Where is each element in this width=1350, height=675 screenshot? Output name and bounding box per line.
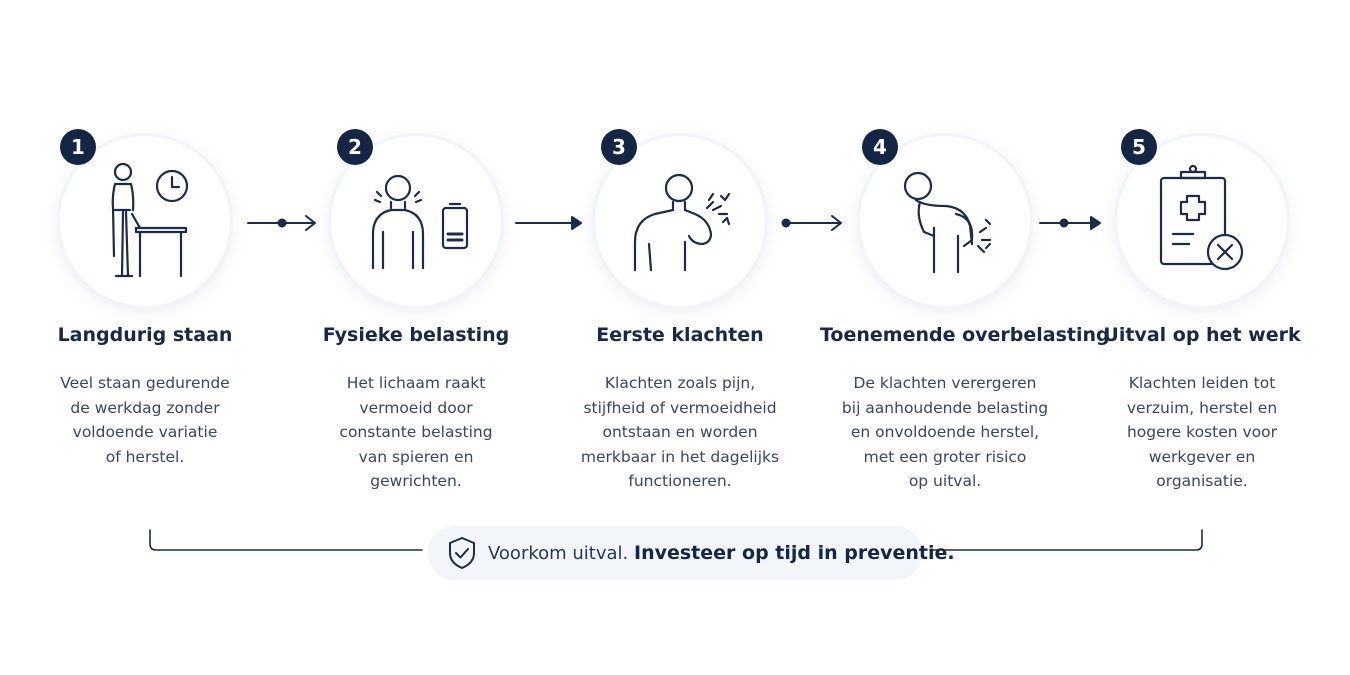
step-3-badge: 3 xyxy=(601,129,637,165)
step-5-badge: 5 xyxy=(1121,129,1157,165)
step-5-desc-line: hogere kosten voor xyxy=(1126,423,1278,441)
step-4-circle xyxy=(860,136,1030,306)
step-2-desc-line: constante belasting xyxy=(339,423,493,441)
step-3-desc-line: Klachten zoals pijn, xyxy=(604,374,756,392)
arrow-4-to-5 xyxy=(1039,216,1101,230)
step-4-desc: De klachten verergeren bij aanhoudende b… xyxy=(820,371,1070,494)
step-5-desc: Klachten leiden tot verzuim, herstel en … xyxy=(1077,371,1327,494)
body-low-battery-icon xyxy=(371,174,469,270)
step-2-title: Fysieke belasting xyxy=(322,324,510,346)
standing-at-desk-clock-icon xyxy=(111,162,189,278)
step-1-desc-line: voldoende variatie xyxy=(72,423,218,441)
step-2-badge: 2 xyxy=(337,129,373,165)
prevention-lead: Voorkom uitval. xyxy=(488,543,629,564)
step-1-circle xyxy=(60,136,230,306)
step-4-desc-line: en onvoldoende herstel, xyxy=(850,423,1040,441)
footer-bracket-left xyxy=(149,529,423,551)
step-2-desc-line: van spieren en xyxy=(358,447,474,466)
arrow-1-to-2 xyxy=(247,215,316,231)
step-3-desc: Klachten zoals pijn, stijfheid of vermoe… xyxy=(555,371,805,494)
step-5-desc-line: verzuim, herstel en xyxy=(1126,398,1278,417)
step-1-desc-line: of herstel. xyxy=(105,447,185,466)
step-2-desc-line: Het lichaam raakt xyxy=(346,374,486,392)
step-1-desc-line: de werkdag zonder xyxy=(70,398,220,417)
step-1-badge: 1 xyxy=(60,129,96,165)
step-3-title: Eerste klachten xyxy=(596,324,764,346)
step-5-desc-line: organisatie. xyxy=(1156,472,1248,490)
step-3-desc-line: ontstaan en worden xyxy=(602,423,758,441)
step-2-desc-line: gewrichten. xyxy=(370,472,462,490)
arrow-2-to-3 xyxy=(515,216,582,230)
step-4-desc-line: met een groter risico xyxy=(863,447,1027,466)
step-2-desc-line: vermoeid door xyxy=(359,398,473,417)
step-1-desc-line: Veel staan gedurende xyxy=(60,374,230,392)
step-4-desc-line: op uitval. xyxy=(908,472,982,490)
step-1-desc: Veel staan gedurende de werkdag zonder v… xyxy=(20,371,270,469)
back-pain-icon xyxy=(903,171,992,274)
step-5-title: Uitval op het werk xyxy=(1103,324,1301,346)
step-5-desc-line: Klachten leiden tot xyxy=(1128,374,1276,392)
step-4-badge: 4 xyxy=(862,129,898,165)
step-2-desc: Het lichaam raakt vermoeid door constant… xyxy=(291,371,541,494)
footer-bracket-right xyxy=(929,529,1203,551)
prevention-callout: Voorkom uitval. Investeer op tijd in pre… xyxy=(428,526,955,580)
step-5-desc-line: werkgever en xyxy=(1148,447,1256,466)
step-1-title: Langdurig staan xyxy=(57,324,233,346)
step-4-desc-line: De klachten verergeren xyxy=(853,374,1037,392)
step-3-desc-line: merkbaar in het dagelijks xyxy=(580,447,780,466)
shoulder-pain-icon xyxy=(633,173,731,272)
shield-check-icon xyxy=(449,537,475,569)
step-4-title: Toenemende overbelasting xyxy=(820,324,1110,346)
prevention-text: Voorkom uitval. Investeer op tijd in pre… xyxy=(488,526,955,580)
step-4-desc-line: bij aanhoudende belasting xyxy=(841,398,1049,417)
step-5-circle xyxy=(1117,136,1287,306)
prevention-emphasis: Investeer op tijd in preventie. xyxy=(634,542,955,564)
clipboard-cross-icon xyxy=(1159,164,1244,271)
step-3-desc-line: stijfheid of vermoeidheid xyxy=(583,398,777,417)
arrow-3-to-4 xyxy=(781,215,842,231)
step-3-desc-line: functioneren. xyxy=(628,472,732,490)
